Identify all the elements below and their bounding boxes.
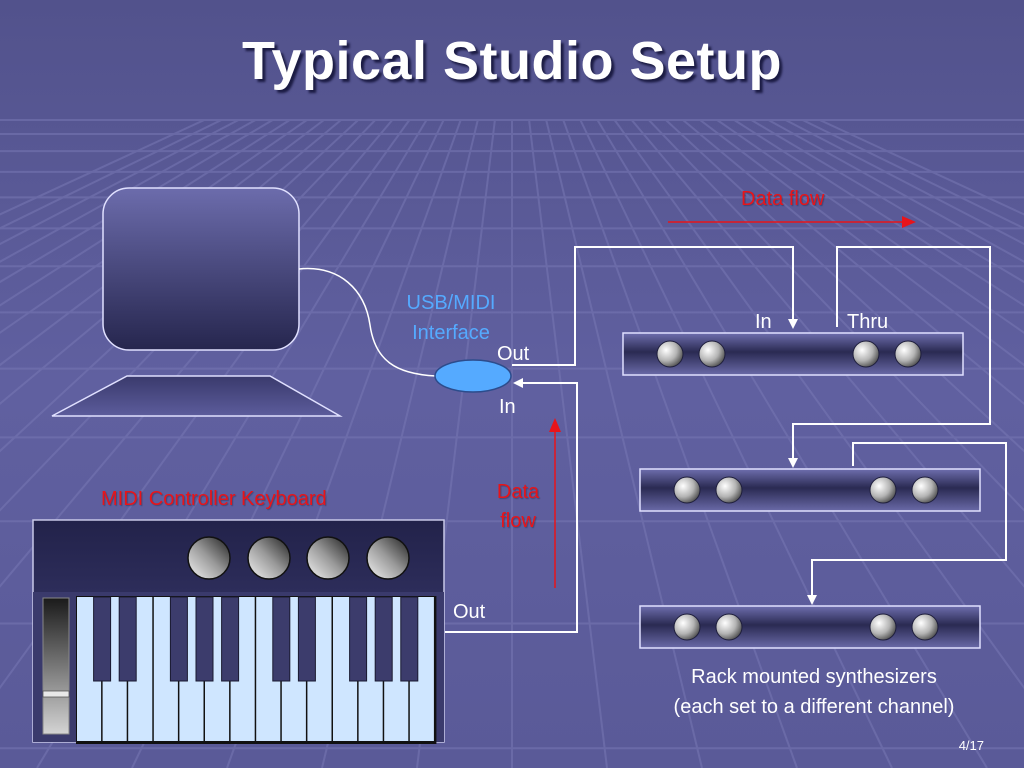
knob-icon (911, 613, 939, 641)
usb-midi-label-line1: USB/MIDI (406, 292, 496, 314)
keyboard-knob-icon (247, 536, 291, 580)
page-total: /17 (965, 738, 984, 753)
rack-caption-line1: Rack mounted synthesizers (691, 666, 937, 688)
black-key (272, 596, 291, 682)
data-flow-label-side: Data flow (478, 478, 558, 536)
piano-keys (76, 596, 437, 744)
knob-icon (911, 476, 939, 504)
computer-icon (51, 187, 343, 417)
usb-midi-label-line2: Interface (412, 322, 490, 344)
data-flow-side-line1: Data (496, 481, 540, 503)
synth2-thru-to-synth3-in (807, 442, 1007, 605)
knob-icon (698, 340, 726, 368)
interface-out-label: Out (497, 343, 530, 365)
midi-cables (445, 246, 1007, 633)
rack-synth (639, 605, 981, 649)
page-title: Typical Studio Setup (241, 31, 783, 91)
synth1-thru-to-synth2-in (788, 246, 991, 468)
black-key (195, 596, 214, 682)
interface-in-label: In (499, 396, 516, 418)
black-key (221, 596, 240, 682)
rack-caption-line2: (each set to a different channel) (673, 696, 955, 718)
keyboard-knob-icon (306, 536, 350, 580)
knob-icon (852, 340, 880, 368)
synth-in-label: In (755, 311, 772, 333)
knob-icon (715, 613, 743, 641)
data-flow-side-line2: flow (500, 510, 536, 532)
black-key (169, 596, 188, 682)
page-current: 4 (958, 738, 966, 753)
keyboard-label: MIDI Controller Keyboard (101, 488, 327, 510)
data-flow-label-top: Data flow (741, 188, 825, 210)
knob-icon (715, 476, 743, 504)
black-key (118, 596, 137, 682)
interface-out-to-synth1-in (512, 246, 798, 366)
black-key (400, 596, 419, 682)
black-key (349, 596, 368, 682)
knob-icon (673, 613, 701, 641)
black-key (374, 596, 393, 682)
rack-synth (639, 468, 981, 512)
page-number: 4/17 (959, 738, 984, 753)
knob-icon (656, 340, 684, 368)
keyboard-out-to-interface-in (445, 378, 578, 633)
knob-icon (673, 476, 701, 504)
computer-monitor (102, 187, 300, 351)
knob-icon (894, 340, 922, 368)
keyboard-knob-icon (187, 536, 231, 580)
rack-synth (622, 332, 964, 376)
keyboard-out-label: Out (453, 601, 486, 623)
knob-icon (869, 613, 897, 641)
rack-synth-caption: Rack mounted synthesizers (each set to a… (614, 662, 1014, 722)
usb-midi-interface-label: USB/MIDI Interface (386, 288, 516, 348)
usb-cable (298, 267, 437, 377)
black-key (297, 596, 316, 682)
knob-icon (869, 476, 897, 504)
keyboard-knob-icon (366, 536, 410, 580)
pitch-slider (42, 597, 70, 735)
midi-controller-keyboard (32, 519, 445, 744)
black-key (93, 596, 112, 682)
computer-base (51, 375, 343, 417)
usb-midi-interface (434, 359, 512, 393)
synth-thru-label: Thru (847, 311, 889, 333)
